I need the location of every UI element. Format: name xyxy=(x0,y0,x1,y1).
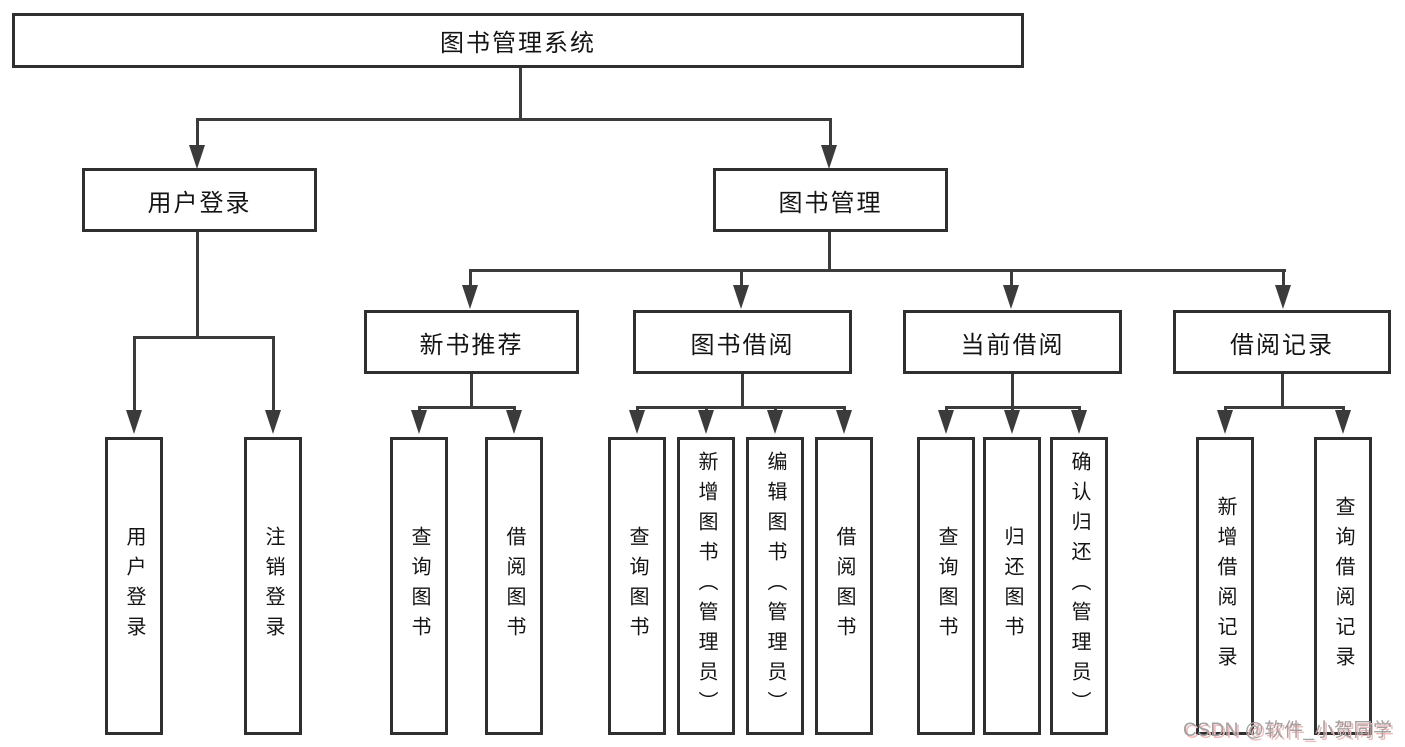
leaf-query-books-borrow: 查询图书 xyxy=(608,437,666,735)
node-book-management: 图书管理 xyxy=(713,168,948,232)
leaf-add-book-admin: 新增图书（管理员） xyxy=(677,437,735,735)
arrow-down-icon xyxy=(733,285,749,309)
arrow-down-icon xyxy=(189,145,205,169)
leaf-return-books: 归还图书 xyxy=(983,437,1041,735)
arrow-down-icon xyxy=(1071,410,1087,434)
leaf-label: 查询图书 xyxy=(408,526,430,646)
leaf-query-borrow-record: 查询借阅记录 xyxy=(1314,437,1372,735)
connector-stem xyxy=(196,232,199,336)
node-system-root: 图书管理系统 xyxy=(12,13,1024,68)
leaf-label: 借阅图书 xyxy=(833,526,855,646)
connector-leaf-bar xyxy=(636,406,846,409)
leaf-borrow-books-recommend: 借阅图书 xyxy=(485,437,543,735)
connector-leaf-bar xyxy=(418,406,516,409)
connector-stem xyxy=(740,269,743,288)
connector-stem xyxy=(133,336,136,412)
arrow-down-icon xyxy=(821,145,837,169)
node-book-borrow: 图书借阅 xyxy=(633,310,852,374)
leaf-edit-book-admin: 编辑图书（管理员） xyxy=(746,437,804,735)
leaf-label: 用户登录 xyxy=(123,526,145,646)
leaf-query-books-current: 查询图书 xyxy=(917,437,975,735)
connector-stem xyxy=(829,118,832,148)
leaf-label: 归还图书 xyxy=(1001,526,1023,646)
connector-root-trunk xyxy=(519,68,522,118)
connector-leaf-bar xyxy=(1224,406,1345,409)
leaf-borrow-books: 借阅图书 xyxy=(815,437,873,735)
arrow-down-icon xyxy=(938,410,954,434)
connector-stem xyxy=(1282,269,1285,288)
connector-level2-bar xyxy=(196,118,832,121)
arrow-down-icon xyxy=(1003,285,1019,309)
node-user-login: 用户登录 xyxy=(82,168,317,232)
arrow-down-icon xyxy=(1217,410,1233,434)
arrow-down-icon xyxy=(1275,285,1291,309)
leaf-label: 注销登录 xyxy=(262,526,284,646)
connector-stem xyxy=(1281,374,1284,406)
leaf-label: 确认归还（管理员） xyxy=(1068,451,1090,721)
csdn-watermark: CSDN @软件_小贺同学 xyxy=(1183,720,1393,741)
arrow-down-icon xyxy=(265,410,281,434)
leaf-label: 新增借阅记录 xyxy=(1214,496,1236,676)
node-current-borrow: 当前借阅 xyxy=(903,310,1122,374)
leaf-confirm-return-admin: 确认归还（管理员） xyxy=(1050,437,1108,735)
leaf-label: 查询借阅记录 xyxy=(1332,496,1354,676)
connector-stem xyxy=(196,118,199,148)
leaf-label: 新增图书（管理员） xyxy=(695,451,717,721)
arrow-down-icon xyxy=(462,285,478,309)
leaf-label: 借阅图书 xyxy=(503,526,525,646)
arrow-down-icon xyxy=(126,410,142,434)
connector-stem xyxy=(1011,374,1014,406)
connector-stem xyxy=(469,269,472,288)
node-new-book-recommend: 新书推荐 xyxy=(364,310,579,374)
leaf-label: 查询图书 xyxy=(626,526,648,646)
connector-stem xyxy=(272,336,275,412)
leaf-user-login: 用户登录 xyxy=(105,437,163,735)
leaf-label: 编辑图书（管理员） xyxy=(764,451,786,721)
arrow-down-icon xyxy=(767,410,783,434)
arrow-down-icon xyxy=(506,410,522,434)
arrow-down-icon xyxy=(698,410,714,434)
connector-stem xyxy=(741,374,744,406)
leaf-logout: 注销登录 xyxy=(244,437,302,735)
leaf-label: 查询图书 xyxy=(935,526,957,646)
arrow-down-icon xyxy=(836,410,852,434)
arrow-down-icon xyxy=(411,410,427,434)
leaf-query-books-recommend: 查询图书 xyxy=(390,437,448,735)
arrow-down-icon xyxy=(1335,410,1351,434)
connector-stem xyxy=(470,374,473,406)
connector-stem xyxy=(828,232,831,269)
node-borrow-records: 借阅记录 xyxy=(1173,310,1391,374)
arrow-down-icon xyxy=(629,410,645,434)
connector-stem xyxy=(1010,269,1013,288)
arrow-down-icon xyxy=(1004,410,1020,434)
connector-level3-bar xyxy=(469,269,1286,272)
connector-user-login-bar xyxy=(133,336,275,339)
leaf-add-borrow-record: 新增借阅记录 xyxy=(1196,437,1254,735)
